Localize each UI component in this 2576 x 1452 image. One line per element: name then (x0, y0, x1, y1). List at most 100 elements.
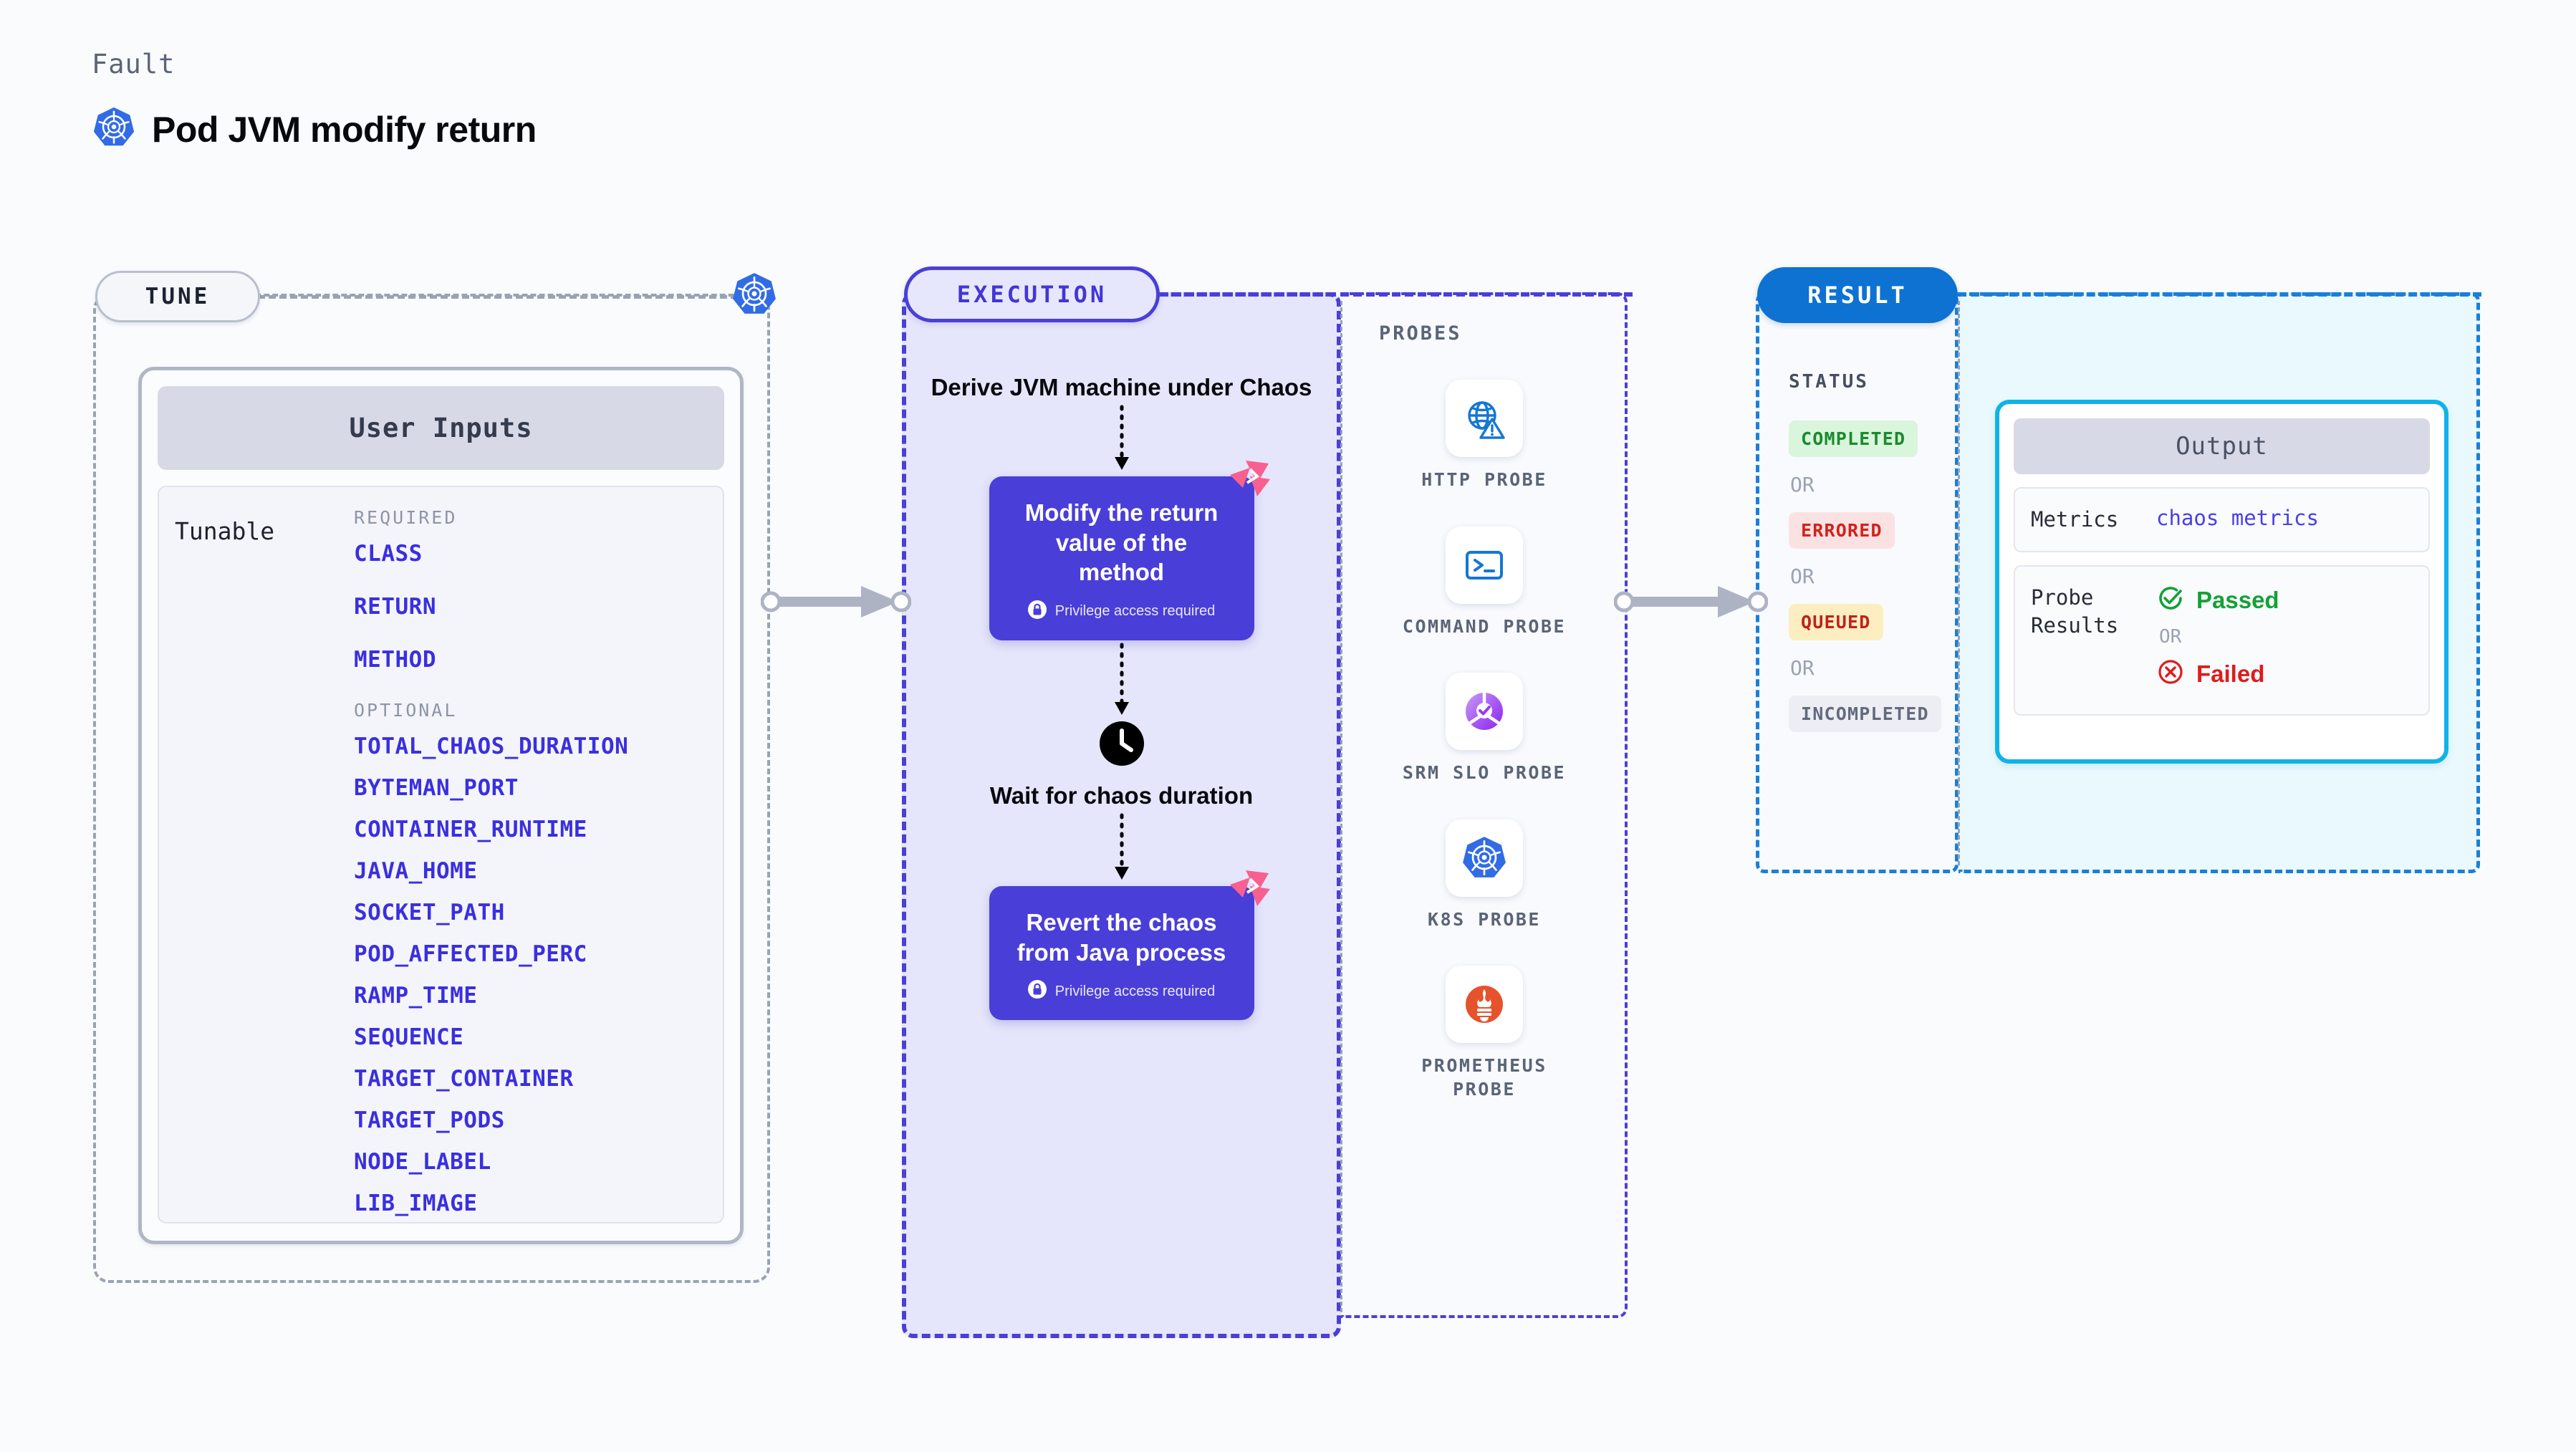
privilege-text: Privilege access required (1054, 603, 1216, 620)
execution-step-label: Derive JVM machine under Chaos (931, 374, 1312, 400)
probe-item-command[interactable]: COMMAND PROBE (1402, 526, 1567, 639)
or-separator: OR (1790, 564, 1815, 588)
tunable-optional-item[interactable]: TOTAL_CHAOS_DURATION (354, 734, 629, 759)
privilege-note: Privilege access required (1011, 980, 1233, 1003)
probes-title: PROBES (1379, 322, 1462, 345)
status-badge: COMPLETED (1789, 420, 1918, 457)
status-title: STATUS (1789, 371, 1869, 393)
flow-arrow-down-icon (1107, 403, 1136, 476)
tunable-optional-item[interactable]: CONTAINER_RUNTIME (354, 817, 587, 842)
probe-results-label: Probe Results (2031, 585, 2119, 638)
probes-divider (1340, 301, 1342, 1312)
check-circle-icon (2156, 584, 2185, 616)
kubernetes-icon (1446, 819, 1523, 897)
tunable-optional-item[interactable]: RAMP_TIME (354, 983, 478, 1009)
output-row-metrics: Metrics chaos metrics (2014, 487, 2430, 553)
tunable-optional-item[interactable]: BYTEMAN_PORT (354, 775, 519, 801)
execution-node-title: Revert the chaos from Java process (1017, 909, 1226, 966)
required-group-header: REQUIRED (354, 507, 458, 528)
verdict-passed-text: Passed (2196, 586, 2279, 613)
probe-results-values: Passed OR Failed (2156, 584, 2279, 690)
tunable-panel: Tunable REQUIRED CLASS RETURN METHOD OPT… (158, 486, 724, 1223)
tunable-optional-item[interactable]: TARGET_PODS (354, 1107, 505, 1133)
optional-group-header: OPTIONAL (354, 700, 458, 721)
execution-connector-line (1160, 292, 1633, 297)
execution-flow: Derive JVM machine under Chaos Modify th… (902, 372, 1341, 1021)
or-separator: OR (1790, 473, 1815, 496)
clock-icon (1099, 721, 1144, 769)
execution-node-card[interactable]: Modify the return value of the method Pr… (989, 461, 1270, 640)
connector-execution-to-result (1613, 582, 1769, 625)
privilege-text: Privilege access required (1054, 983, 1216, 999)
probe-label: SRM SLO PROBE (1402, 762, 1567, 783)
output-row-probe-results: Probe Results Passed OR (2014, 565, 2430, 716)
tunable-lists: REQUIRED CLASS RETURN METHOD OPTIONAL TO… (354, 507, 723, 1222)
status-badge: QUEUED (1789, 604, 1883, 640)
tunable-required-item[interactable]: RETURN (354, 594, 436, 620)
kubernetes-icon (731, 271, 778, 322)
metrics-label: Metrics (2031, 507, 2119, 532)
or-separator: OR (2159, 626, 2182, 648)
result-divider (1958, 301, 1960, 865)
user-inputs-card: User Inputs Tunable REQUIRED CLASS RETUR… (138, 367, 744, 1244)
probe-label: PROMETHEUS PROBE (1421, 1055, 1547, 1100)
execution-node-card[interactable]: Revert the chaos from Java process Privi… (989, 870, 1270, 1021)
execution-node-title: Modify the return value of the method (1024, 499, 1219, 586)
output-card: Output Metrics chaos metrics Probe Resul… (1995, 400, 2448, 764)
litmus-icon (1229, 869, 1273, 915)
status-badge: ERRORED (1789, 512, 1895, 549)
probe-item-srm-slo[interactable]: SRM SLO PROBE (1403, 673, 1566, 785)
tunable-optional-item[interactable]: SOCKET_PATH (354, 900, 505, 925)
execution-stage-pill[interactable]: EXECUTION (904, 266, 1160, 322)
probe-item-http[interactable]: HTTP PROBE (1421, 380, 1547, 492)
verdict-failed-text: Failed (2196, 660, 2265, 687)
tunable-label: Tunable (175, 517, 275, 545)
probe-label: COMMAND PROBE (1402, 615, 1567, 637)
x-circle-icon (2156, 658, 2185, 690)
user-inputs-header: User Inputs (158, 386, 724, 470)
execution-step-label: Wait for chaos duration (989, 782, 1254, 809)
flow-arrow-down-icon (1107, 811, 1136, 886)
terminal-icon (1445, 526, 1523, 604)
probe-item-k8s[interactable]: K8S PROBE (1428, 819, 1541, 932)
tunable-optional-item[interactable]: POD_AFFECTED_PERC (354, 941, 587, 967)
probes-region (1341, 292, 1628, 1318)
prometheus-icon (1446, 966, 1523, 1043)
srm-slo-icon (1445, 673, 1523, 750)
tunable-optional-item[interactable]: SEQUENCE (354, 1024, 464, 1050)
tune-connector-line (258, 295, 738, 299)
lock-icon (1027, 600, 1047, 623)
kubernetes-icon (92, 105, 136, 153)
or-separator: OR (1790, 656, 1815, 680)
status-list: COMPLETED OR ERRORED OR QUEUED OR INCOMP… (1789, 412, 1941, 741)
status-badge: INCOMPLETED (1789, 696, 1941, 732)
tunable-optional-item[interactable]: NODE_LABEL (354, 1149, 491, 1175)
tunable-optional-item[interactable]: TARGET_CONTAINER (354, 1066, 574, 1092)
result-connector-line (1958, 292, 2481, 297)
lock-icon (1027, 980, 1047, 1003)
probes-list: HTTP PROBE COMMAND PROBE (1341, 380, 1628, 1101)
tunable-required-item[interactable]: METHOD (354, 647, 436, 673)
verdict-failed: Failed (2156, 658, 2279, 690)
tunable-required-item[interactable]: CLASS (354, 541, 423, 567)
privilege-note: Privilege access required (1011, 600, 1233, 623)
flow-arrow-down-icon (1107, 640, 1136, 721)
result-stage-pill[interactable]: RESULT (1757, 267, 1958, 323)
globe-warning-icon (1445, 380, 1523, 457)
metrics-link[interactable]: chaos metrics (2156, 506, 2319, 530)
page-title: Pod JVM modify return (152, 109, 537, 150)
litmus-icon (1229, 459, 1273, 506)
title-row: Pod JVM modify return (92, 105, 537, 153)
tunable-optional-item[interactable]: LIB_IMAGE (354, 1191, 478, 1216)
result-status-region (1756, 292, 1959, 873)
eyebrow-label: Fault (92, 49, 176, 80)
output-header: Output (2014, 418, 2430, 474)
probe-label: HTTP PROBE (1421, 469, 1547, 490)
page-header: Fault (92, 49, 537, 153)
connector-tune-to-execution (760, 582, 912, 625)
tune-stage-pill[interactable]: TUNE (95, 271, 260, 322)
tunable-optional-item[interactable]: JAVA_HOME (354, 858, 478, 884)
probe-item-prometheus[interactable]: PROMETHEUS PROBE (1402, 966, 1567, 1101)
probe-label: K8S PROBE (1428, 908, 1541, 930)
verdict-passed: Passed (2156, 584, 2279, 616)
